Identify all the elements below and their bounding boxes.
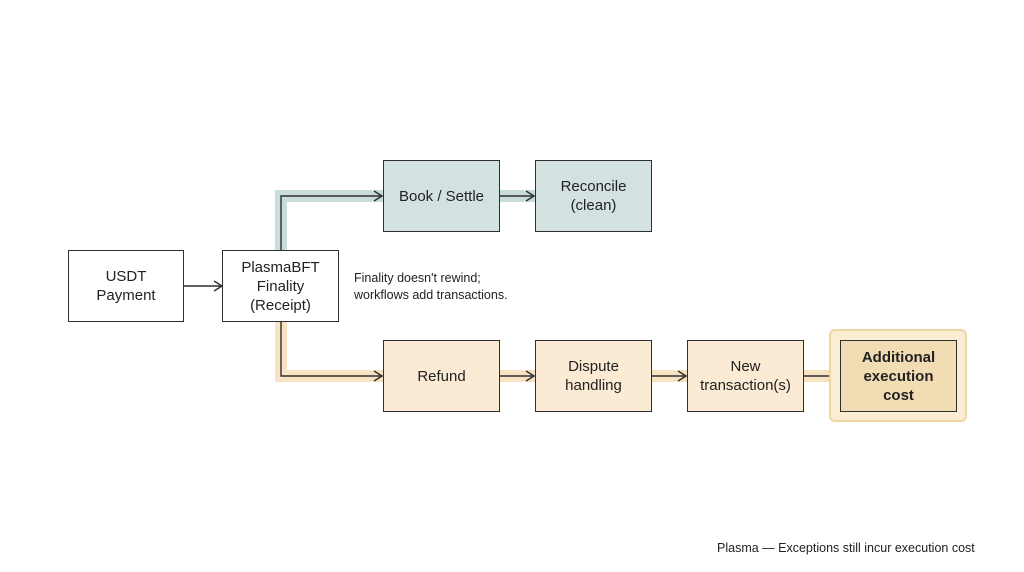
node-dispute-handling: Dispute handling bbox=[535, 340, 652, 412]
arrow-head-reconcile bbox=[525, 190, 536, 202]
footer-caption: Plasma — Exceptions still incur executio… bbox=[717, 541, 975, 555]
node-plasmabft-finality: PlasmaBFT Finality (Receipt) bbox=[222, 250, 339, 322]
finality-note: Finality doesn't rewind; workflows add t… bbox=[354, 271, 508, 302]
node-usdt-payment: USDT Payment bbox=[68, 250, 184, 322]
exception-path-highlight bbox=[275, 322, 383, 382]
node-refund: Refund bbox=[383, 340, 500, 412]
arrow-head-refund bbox=[373, 370, 384, 382]
arrow-finality-to-book bbox=[280, 195, 382, 250]
arrow-finality-to-refund bbox=[280, 322, 382, 377]
success-path-highlight bbox=[275, 190, 383, 250]
arrow-head-new bbox=[677, 370, 688, 382]
arrow-head-dispute bbox=[525, 370, 536, 382]
arrow-head-book bbox=[373, 190, 384, 202]
node-additional-cost: Additional execution cost bbox=[840, 340, 957, 412]
node-reconcile: Reconcile (clean) bbox=[535, 160, 652, 232]
node-book-settle: Book / Settle bbox=[383, 160, 500, 232]
node-new-transactions: New transaction(s) bbox=[687, 340, 804, 412]
